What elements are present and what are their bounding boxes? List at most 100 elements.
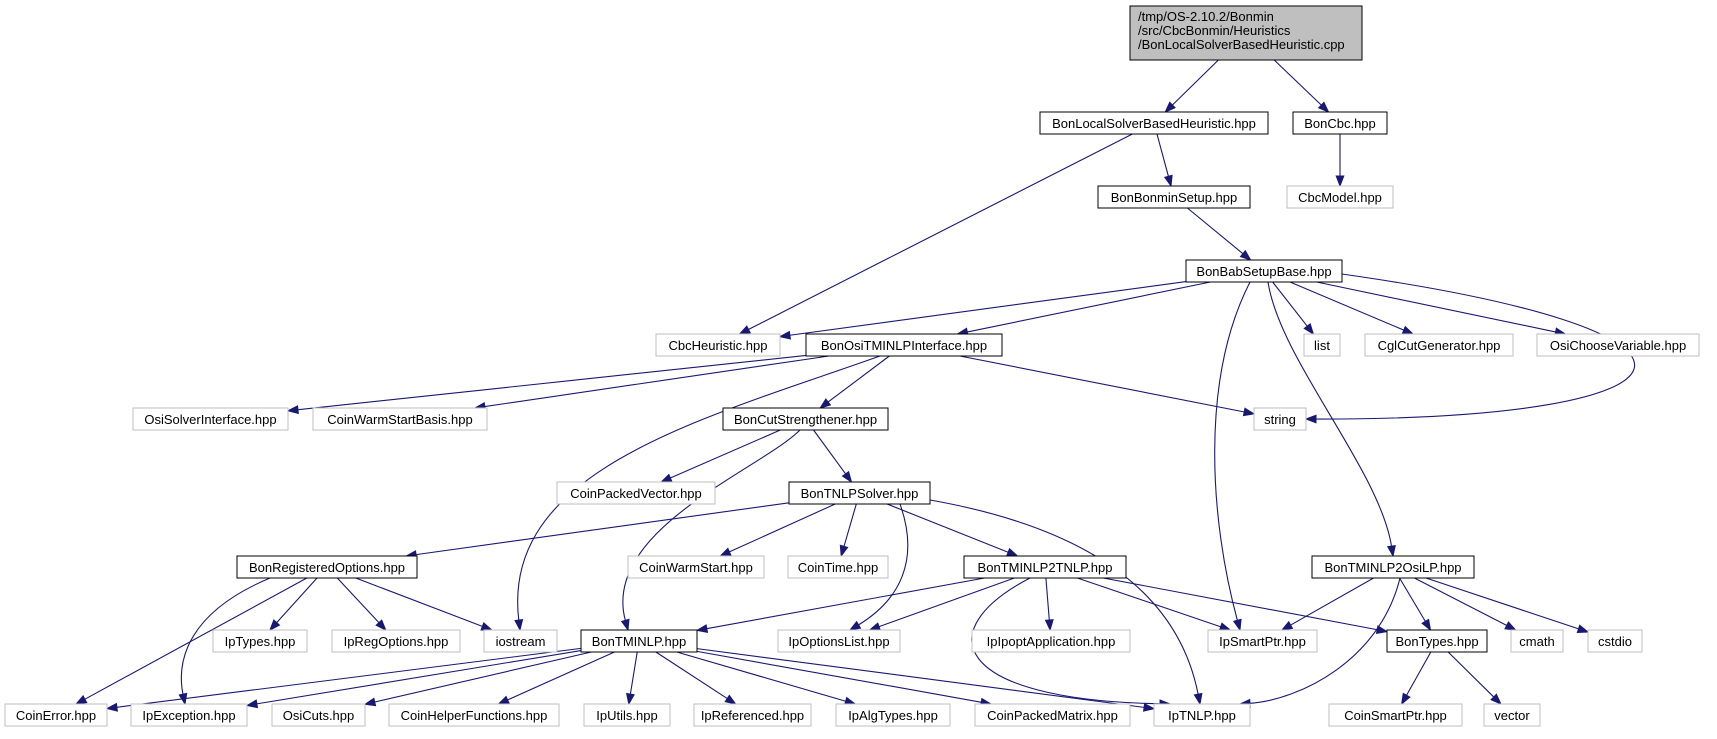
node-box [583,703,671,727]
node-regopts[interactable]: BonRegisteredOptions.hpp [236,555,418,579]
node-box [1587,629,1643,653]
edge-regopts-to-ipregopts [336,577,387,632]
node-tminlp2tnlp[interactable]: BonTMINLP2TNLP.hpp [963,555,1127,579]
node-box [556,481,716,505]
node-label: BonOsiTMINLPInterface.hpp [821,338,987,353]
node-coinwarmbasis: CoinWarmStartBasis.hpp [312,407,488,431]
node-ipregopts: IpRegOptions.hpp [331,629,461,653]
node-label: BonBabSetupBase.hpp [1196,264,1331,279]
edge-arrowhead [1044,619,1054,632]
edge-ositminlp-to-iostream [514,355,881,632]
node-tnlpsolver[interactable]: BonTNLPSolver.hpp [788,481,931,505]
edge-line [1414,577,1508,627]
node-root[interactable]: /tmp/OS-2.10.2/Bonmin/src/CbcBonmin/Heur… [1129,5,1363,61]
node-box [655,333,781,357]
edge-babsetup-to-string [1304,270,1636,424]
node-box [971,629,1131,653]
node-box [1483,703,1541,727]
node-box [722,407,889,431]
edge-arrowhead [695,624,709,633]
nodes-layer: /tmp/OS-2.10.2/Bonmin/src/CbcBonmin/Heur… [4,5,1700,727]
node-lsbh[interactable]: BonLocalSolverBasedHeuristic.hpp [1039,111,1269,135]
node-label: BonBonminSetup.hpp [1111,190,1237,205]
edge-tminlp-to-iptnlp [696,648,1156,712]
edge-arrowhead [1421,618,1432,632]
edge-line [676,651,847,703]
edge-arrowhead [480,622,494,631]
node-box [236,555,418,579]
edge-arrowhead [1242,407,1256,417]
edge-tminlp-to-ipreferenced [655,651,737,705]
node-label: IpUtils.hpp [596,708,657,723]
node-box [1386,629,1488,653]
node-tminlp2osilp[interactable]: BonTMINLP2OsiLP.hpp [1311,555,1475,579]
node-label: CbcModel.hpp [1298,190,1382,205]
node-iptypes: IpTypes.hpp [212,629,308,653]
node-babsetup[interactable]: BonBabSetupBase.hpp [1185,259,1343,283]
edge-arrowhead [514,619,524,632]
edge-line [83,577,308,701]
node-cmath: cmath [1510,629,1564,653]
node-label: cstdio [1598,634,1632,649]
node-cutstr[interactable]: BonCutStrengthener.hpp [722,407,889,431]
node-label: IpIpoptApplication.hpp [987,634,1116,649]
edge-line [1289,577,1374,627]
edge-line [629,651,638,696]
node-box [331,629,461,653]
edge-arrowhead [245,699,259,709]
node-box [1253,407,1307,431]
edge-arrowhead [819,398,832,409]
edge-babsetup-to-ositminlp [956,281,1211,337]
node-coinwarm: CoinWarmStart.hpp [627,555,765,579]
node-label: BonTMINLP.hpp [592,634,686,649]
node-coinpackedmat: CoinPackedMatrix.hpp [974,703,1131,727]
node-box [974,703,1131,727]
edge-tminlp2osilp-to-ipsmartptr [1280,577,1374,631]
edge-line [877,577,1015,628]
edge-arrowhead [1400,692,1411,706]
edge-tminlp-to-coinerror [105,647,582,712]
edge-tnlpsolver-to-iptnlp [929,499,1203,706]
edge-line [1272,281,1309,328]
node-tminlp[interactable]: BonTMINLP.hpp [580,629,698,653]
node-cbcheur: CbcHeuristic.hpp [655,333,781,357]
node-ositminlp[interactable]: BonOsiTMINLPInterface.hpp [805,333,1003,357]
edge-root-to-lsbh [1164,59,1219,113]
edge-line [857,503,909,626]
node-box [580,629,698,653]
node-label: CglCutGenerator.hpp [1378,338,1501,353]
edge-line [1156,133,1170,178]
node-coinhelper: CoinHelperFunctions.hpp [388,703,560,727]
edge-arrowhead [1005,547,1019,557]
node-coinsmartptr: CoinSmartPtr.hpp [1328,703,1463,727]
edge-line [506,651,615,701]
node-box [483,629,558,653]
node-label: IpSmartPtr.hpp [1219,634,1306,649]
node-bonminsetup[interactable]: BonBonminSetup.hpp [1097,185,1251,209]
edge-arrowhead [1239,249,1252,261]
edge-line [414,502,790,556]
edge-arrowhead [1335,175,1345,188]
edge-lsbh-to-bonminsetup [1156,133,1173,188]
node-label: CoinPackedVector.hpp [570,486,702,501]
edge-cutstr-to-tnlpsolver [813,429,853,484]
edge-line [843,503,857,548]
node-boncbc[interactable]: BonCbc.hpp [1292,111,1388,135]
node-cbcmodel: CbcModel.hpp [1286,185,1394,209]
edge-line [788,281,1187,336]
node-box [132,407,289,431]
node-label: CoinError.hpp [16,708,96,723]
node-coinpackedvec: CoinPackedVector.hpp [556,481,716,505]
edge-line [747,133,1133,331]
node-label: BonRegisteredOptions.hpp [249,560,405,575]
node-box [693,703,812,727]
edge-line [1103,577,1379,631]
edge-tminlp-to-ipalgtypes [676,651,857,706]
node-box [1153,703,1251,727]
node-bontypes[interactable]: BonTypes.hpp [1386,629,1488,653]
edge-tnlpsolver-to-cointime [839,503,857,558]
edge-line [622,429,801,622]
node-label: CoinHelperFunctions.hpp [401,708,548,723]
edge-ositminlp-to-coinwarmbasis [473,355,830,411]
node-label: CoinWarmStart.hpp [639,560,753,575]
